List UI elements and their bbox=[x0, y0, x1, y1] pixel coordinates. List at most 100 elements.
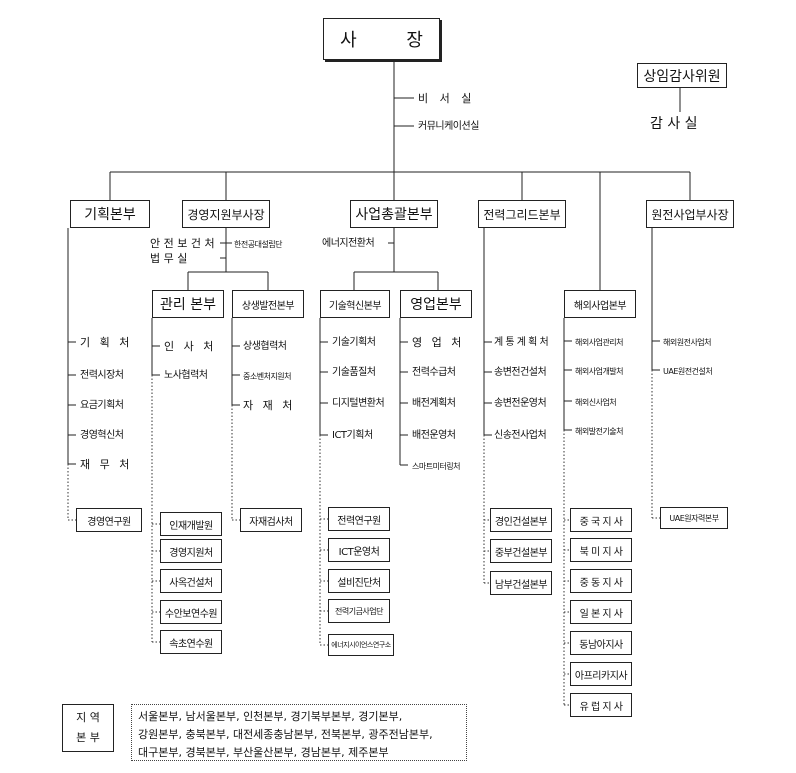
direct-dept-label: 법 무 실 bbox=[150, 252, 188, 265]
secretary-label: 비 서 실 bbox=[418, 92, 476, 105]
subdivision-label: 영업본부 bbox=[410, 297, 462, 313]
unit-box: 경영연구원 bbox=[76, 508, 142, 532]
dept-label: 신송전사업처 bbox=[494, 430, 547, 441]
unit-label: 중부건설본부 bbox=[494, 547, 548, 559]
unit-label: 전력연구원 bbox=[337, 515, 381, 527]
unit-box: 경영지원처 bbox=[160, 539, 222, 563]
dept-label: 배전계획처 bbox=[412, 398, 456, 409]
unit-label: ICT운영처 bbox=[338, 546, 380, 558]
division-management: 경영지원부사장 bbox=[182, 200, 270, 228]
dept-label: 해외발전기술처 bbox=[575, 427, 624, 436]
dept-label: 영 업 처 bbox=[412, 336, 465, 349]
branch-label: 유 럽 지 사 bbox=[579, 701, 623, 713]
unit-label: 남부건설본부 bbox=[494, 579, 548, 591]
subdivision-tech: 기술혁신본부 bbox=[320, 290, 390, 318]
unit-label: 자재검사처 bbox=[249, 516, 293, 528]
dept-label: 해외사업관리처 bbox=[575, 338, 624, 347]
regional-line: 강원본부, 충북본부, 대전세종충남본부, 전북본부, 광주전남본부, bbox=[138, 728, 433, 741]
division-grid: 전력그리드본부 bbox=[478, 200, 566, 228]
unit-box: 전력기금사업단 bbox=[328, 599, 390, 623]
division-label: 경영지원부사장 bbox=[187, 207, 265, 222]
unit-label: 전력기금사업단 bbox=[334, 606, 384, 616]
dept-label: 기 획 처 bbox=[80, 336, 133, 349]
dept-label: 스마트미터링처 bbox=[412, 462, 461, 471]
subdivision-label: 기술혁신본부 bbox=[328, 300, 382, 312]
unit-label: 설비진단처 bbox=[337, 577, 381, 589]
dept-label: 재 무 처 bbox=[80, 458, 133, 471]
branch-label: 아프리카지사 bbox=[574, 670, 628, 682]
unit-box: 속초연수원 bbox=[160, 630, 222, 654]
dept-label: 배전운영처 bbox=[412, 430, 456, 441]
branch-label: 중 국 지 사 bbox=[579, 516, 623, 528]
dept-label: 기술품질처 bbox=[332, 367, 376, 378]
unit-label: 수안보연수원 bbox=[164, 608, 218, 620]
dept-label: 전력수급처 bbox=[412, 367, 456, 378]
unit-box: UAE원자력본부 bbox=[660, 507, 728, 529]
direct-dept-label: 안 전 보 건 처 bbox=[150, 237, 215, 250]
unit-label: 인재개발원 bbox=[169, 520, 213, 532]
subdivision-overseas: 해외사업본부 bbox=[564, 290, 636, 318]
regional-label-top: 지 역 bbox=[76, 711, 100, 724]
division-label: 기획본부 bbox=[84, 207, 136, 223]
branch-label: 중 동 지 사 bbox=[579, 577, 623, 589]
division-label: 원전사업부사장 bbox=[651, 207, 729, 222]
unit-label: 경영연구원 bbox=[87, 516, 131, 528]
branch-box: 일 본 지 사 bbox=[570, 600, 632, 624]
communication-label: 커뮤니케이션실 bbox=[418, 121, 479, 132]
unit-box: ICT운영처 bbox=[328, 538, 390, 562]
dept-label: 요금기획처 bbox=[80, 400, 124, 411]
dept-label: 디지털변환처 bbox=[332, 398, 385, 409]
branch-box: 유 럽 지 사 bbox=[570, 693, 632, 717]
branch-box: 북 미 지 사 bbox=[570, 538, 632, 562]
regional-list: 서울본부, 남서울본부, 인천본부, 경기북부본부, 경기본부, 강원본부, 충… bbox=[131, 704, 467, 761]
dept-label: UAE원전건설처 bbox=[663, 367, 713, 376]
division-planning: 기획본부 bbox=[70, 200, 150, 228]
audit-office-label: 감 사 실 bbox=[650, 116, 698, 132]
direct-dept-label: 에너지전환처 bbox=[322, 238, 375, 249]
dept-label: 상생협력처 bbox=[243, 341, 287, 352]
unit-box: 사옥건설처 bbox=[160, 569, 222, 593]
branch-label: 동남아지사 bbox=[579, 639, 623, 651]
division-label: 사업총괄본부 bbox=[355, 207, 433, 223]
unit-label: 에너지시이언스연구소 bbox=[331, 641, 391, 649]
subdivision-coexist: 상생발전본부 bbox=[232, 290, 304, 318]
dept-label: 송변전건설처 bbox=[494, 367, 547, 378]
dept-label: 송변전운영처 bbox=[494, 398, 547, 409]
branch-box: 중 국 지 사 bbox=[570, 508, 632, 532]
dept-label: 해외사업개발처 bbox=[575, 367, 624, 376]
division-business: 사업총괄본부 bbox=[350, 200, 438, 228]
dept-label: 전력시장처 bbox=[80, 370, 124, 381]
unit-box: 설비진단처 bbox=[328, 569, 390, 593]
unit-label: 경인건설본부 bbox=[494, 516, 548, 528]
audit-committee-box: 상임감사위원 bbox=[637, 63, 727, 88]
dept-label: 경영혁신처 bbox=[80, 430, 124, 441]
branch-box: 아프리카지사 bbox=[570, 662, 632, 686]
dept-label: 해외신사업처 bbox=[575, 398, 617, 407]
unit-box: 자재검사처 bbox=[240, 508, 302, 532]
unit-label: 사옥건설처 bbox=[169, 577, 213, 589]
division-label: 전력그리드본부 bbox=[483, 207, 561, 222]
dept-label: 기술기획처 bbox=[332, 337, 376, 348]
direct-side-label: 한전공대설립단 bbox=[234, 240, 283, 249]
audit-committee-label: 상임감사위원 bbox=[643, 68, 721, 85]
dept-label: ICT기획처 bbox=[332, 430, 373, 441]
ceo-box: 사 장 bbox=[323, 18, 440, 60]
unit-box: 남부건설본부 bbox=[490, 571, 552, 595]
division-nuclear: 원전사업부사장 bbox=[646, 200, 734, 228]
dept-label: 인 사 처 bbox=[164, 340, 217, 353]
dept-label: 자 재 처 bbox=[243, 399, 296, 412]
subdivision-label: 관리 본부 bbox=[160, 297, 216, 313]
dept-label: 계 통 계 획 처 bbox=[494, 337, 549, 348]
dept-label: 중소벤처지원처 bbox=[243, 372, 292, 381]
ceo-label: 사 장 bbox=[340, 30, 445, 51]
dept-label: 해외원전사업처 bbox=[663, 338, 712, 347]
unit-box: 에너지시이언스연구소 bbox=[328, 634, 394, 656]
unit-box: 수안보연수원 bbox=[160, 600, 222, 624]
branch-box: 동남아지사 bbox=[570, 631, 632, 655]
subdivision-admin: 관리 본부 bbox=[152, 290, 224, 318]
subdivision-sales: 영업본부 bbox=[400, 290, 472, 318]
unit-label: UAE원자력본부 bbox=[669, 513, 719, 523]
subdivision-label: 해외사업본부 bbox=[573, 300, 627, 312]
regional-label-bottom: 본 부 bbox=[76, 731, 100, 744]
